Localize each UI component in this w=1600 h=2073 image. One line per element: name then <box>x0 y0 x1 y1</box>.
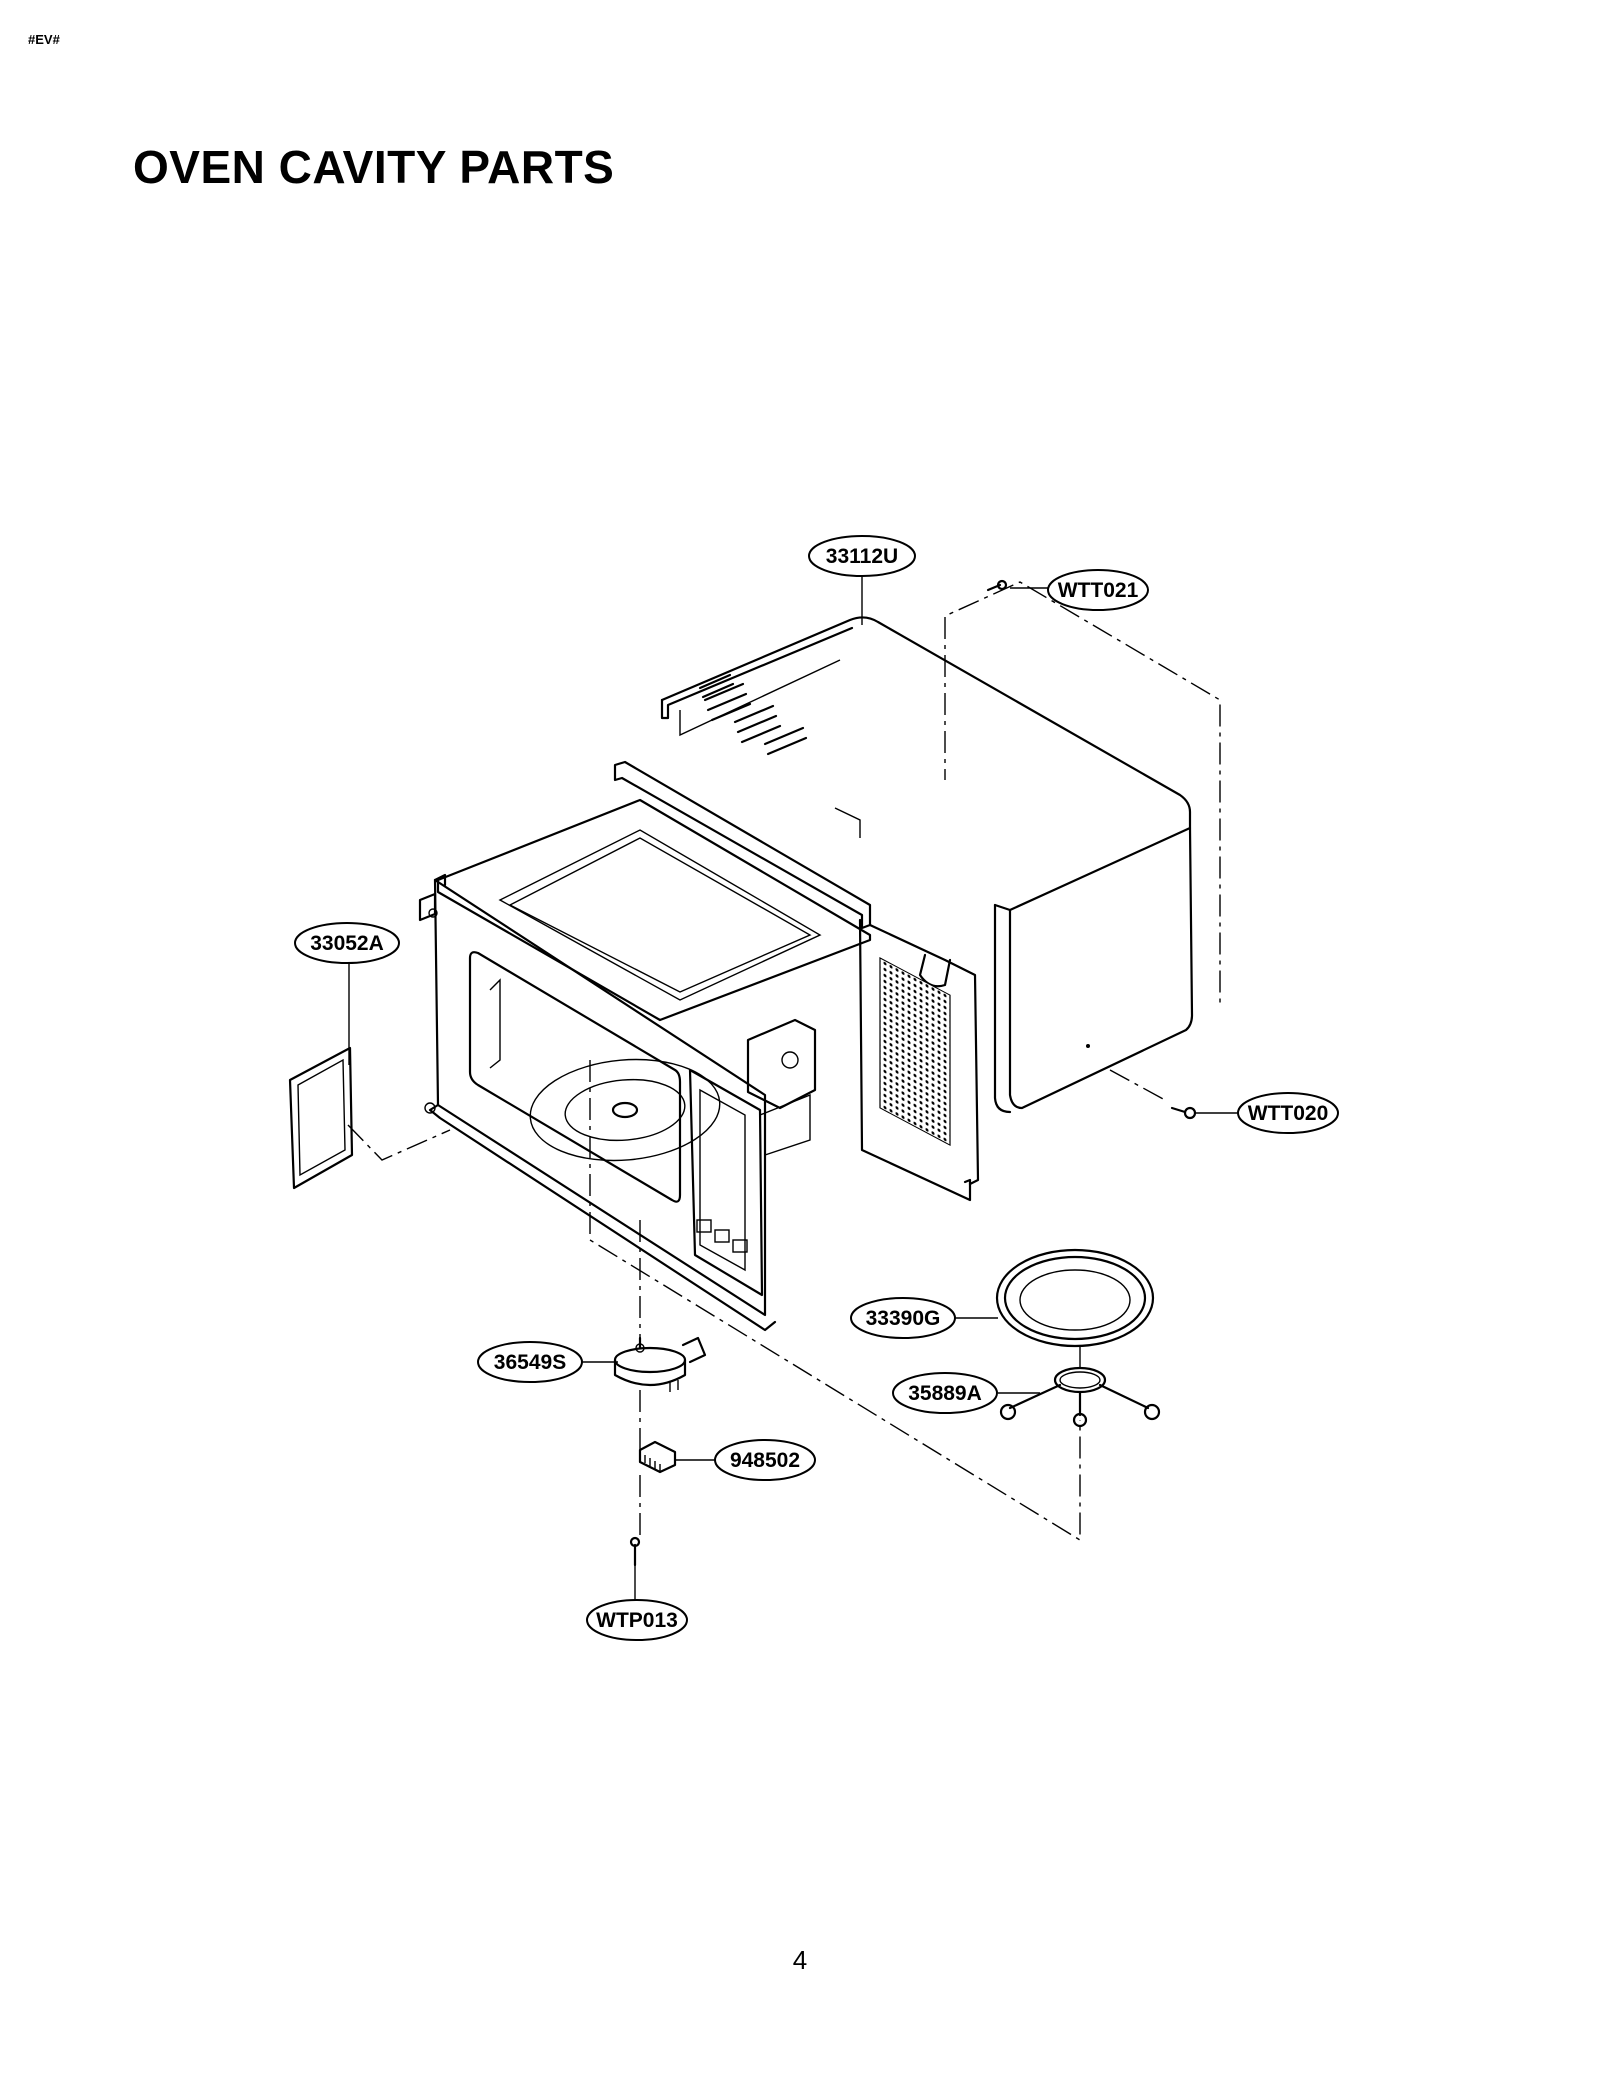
screw-wtt020 <box>1170 1106 1197 1120</box>
callout-label: 33112U <box>826 545 898 568</box>
callout-35889A: 35889A <box>892 1372 998 1414</box>
callout-label: WTT020 <box>1248 1102 1329 1125</box>
callout-label: 33052A <box>310 932 384 955</box>
callout-WTT020: WTT020 <box>1237 1092 1339 1134</box>
callout-label: 948502 <box>730 1449 800 1472</box>
leader-lines <box>348 574 1238 1600</box>
screw-wtp013 <box>629 1536 641 1567</box>
page-number: 4 <box>792 1945 808 1975</box>
turntable-motor <box>613 1336 707 1392</box>
callout-948502: 948502 <box>714 1439 816 1481</box>
callout-label: 35889A <box>908 1382 982 1405</box>
waveguide-cover <box>288 1046 354 1190</box>
callout-36549S: 36549S <box>477 1341 583 1383</box>
assembly-lines <box>347 581 1221 1542</box>
callout-WTT021: WTT021 <box>1047 569 1149 611</box>
callout-33112U: 33112U <box>808 535 916 577</box>
header-code: #EV# <box>28 32 60 47</box>
callout-label: WTP013 <box>596 1609 678 1632</box>
turntable-tray <box>995 1248 1155 1348</box>
page-title: OVEN CAVITY PARTS <box>133 141 615 193</box>
cabinet-vents <box>698 673 808 756</box>
roller-assembly <box>999 1366 1161 1428</box>
callout-label: WTT021 <box>1058 579 1139 602</box>
connector <box>638 1440 677 1474</box>
callout-33052A: 33052A <box>294 922 400 964</box>
callout-WTP013: WTP013 <box>586 1599 688 1641</box>
oven-cavity <box>418 760 980 1332</box>
screw-wtt021 <box>986 579 1008 592</box>
callout-label: 33390G <box>866 1307 941 1330</box>
callout-33390G: 33390G <box>850 1297 956 1339</box>
callout-label: 36549S <box>494 1351 566 1374</box>
outer-cabinet <box>660 616 1194 1114</box>
